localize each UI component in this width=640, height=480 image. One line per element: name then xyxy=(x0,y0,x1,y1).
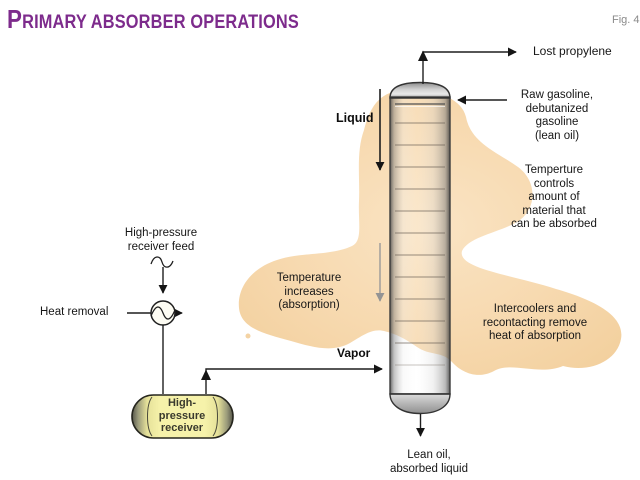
label-heat-removal: Heat removal xyxy=(40,306,109,318)
vapor-line xyxy=(205,364,383,394)
receiver-vessel xyxy=(131,394,234,439)
lost-propylene-line xyxy=(422,47,517,84)
absorber-column-bottom-cap xyxy=(389,393,451,415)
highlight-blob-dot xyxy=(245,333,251,339)
label-lost-propylene: Lost propylene xyxy=(533,44,612,58)
lost-propylene-riser-arrowhead xyxy=(418,50,428,61)
label-hp-receiver: High- pressure receiver xyxy=(158,397,206,434)
absorber-column-body xyxy=(389,96,451,395)
receiver-vessel-left-cap-edge xyxy=(147,396,153,437)
feed-break-squiggle xyxy=(150,256,174,268)
label-lean-oil: Lean oil, absorbed liquid xyxy=(389,449,469,475)
absorber-column-dome xyxy=(389,81,451,99)
receiver-vessel-right-cap-edge xyxy=(212,396,218,437)
label-raw-gasoline: Raw gasoline, debutanized gasoline (lean… xyxy=(520,89,594,142)
label-liquid: Liquid xyxy=(336,111,374,125)
column-tray-lines xyxy=(395,122,445,366)
page-title: PRIMARY ABSORBER OPERATIONS xyxy=(7,4,299,34)
figure-label: Fig. 4 xyxy=(612,14,640,26)
label-vapor: Vapor xyxy=(337,346,371,360)
label-intercoolers: Intercoolers and recontacting remove hea… xyxy=(482,303,588,342)
heat-exchanger-coil xyxy=(150,306,176,320)
label-temperature-controls: Temperture controls amount of material t… xyxy=(511,164,597,230)
label-temperature-increases: Temperature increases (absorption) xyxy=(276,272,342,311)
vapor-riser-arrowhead xyxy=(201,369,211,380)
label-hp-receiver-feed: High-pressure receiver feed xyxy=(124,227,198,253)
